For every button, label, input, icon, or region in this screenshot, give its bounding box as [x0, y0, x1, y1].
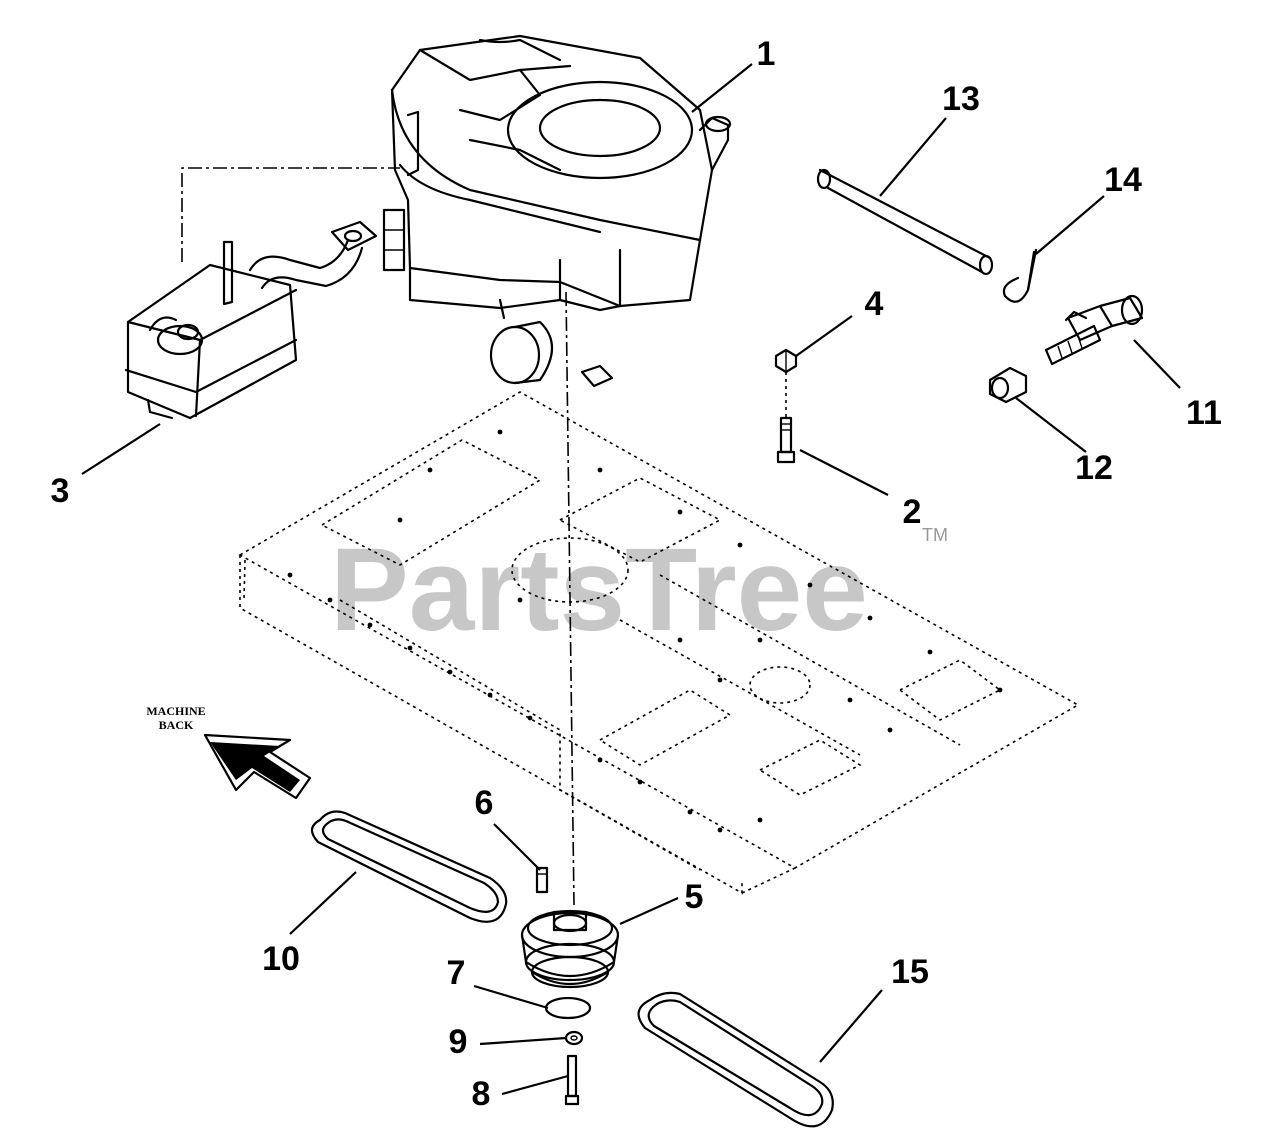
fuel-fitting: [1044, 294, 1144, 366]
callout-6: 6: [475, 784, 494, 822]
washer: [544, 996, 592, 1020]
key: [535, 866, 549, 894]
callout-5: 5: [685, 878, 704, 916]
engine: [382, 34, 732, 388]
callout-4: 4: [865, 285, 884, 323]
belt-right: [637, 991, 834, 1128]
lock-washer: [564, 1030, 584, 1046]
callout-numbers: 1 2 3 4 5 6 7 8 9 10 11 12 13 14 15: [51, 35, 1222, 1113]
callout-14: 14: [1104, 161, 1142, 199]
hex-nut: [774, 348, 798, 374]
belt-left: [310, 810, 508, 923]
callout-12: 12: [1075, 449, 1113, 487]
callout-9: 9: [449, 1023, 468, 1061]
muffler-alignment-line: [181, 167, 400, 262]
pulley-bolt: [564, 1054, 580, 1106]
chassis-holes: [287, 429, 1003, 833]
callout-15: 15: [891, 953, 929, 991]
machine-back-label-line1: MACHINE: [146, 704, 205, 718]
callout-7: 7: [447, 954, 466, 992]
callout-8: 8: [472, 1075, 491, 1113]
machine-back-arrow-icon: [203, 733, 312, 800]
engine-pulley: [520, 909, 620, 989]
machine-back-label-line2: BACK: [159, 718, 194, 732]
watermark-text: PartsTree: [330, 524, 868, 656]
watermark-trademark: TM: [922, 525, 948, 545]
leader-lines: [81, 63, 1181, 1096]
crankshaft-centerline: [565, 291, 575, 906]
fitting-nut: [988, 366, 1028, 404]
callout-11: 11: [1186, 394, 1222, 432]
hex-bolt: [776, 416, 796, 464]
fuel-hose: [816, 168, 994, 276]
callout-3: 3: [51, 472, 70, 510]
callout-1: 1: [757, 35, 776, 73]
muffler: [124, 220, 378, 420]
hose-clamp: [1002, 248, 1038, 303]
callout-13: 13: [942, 80, 980, 118]
callout-10: 10: [262, 940, 300, 978]
chassis-frame: [238, 391, 1080, 895]
callout-2: 2: [903, 493, 922, 531]
